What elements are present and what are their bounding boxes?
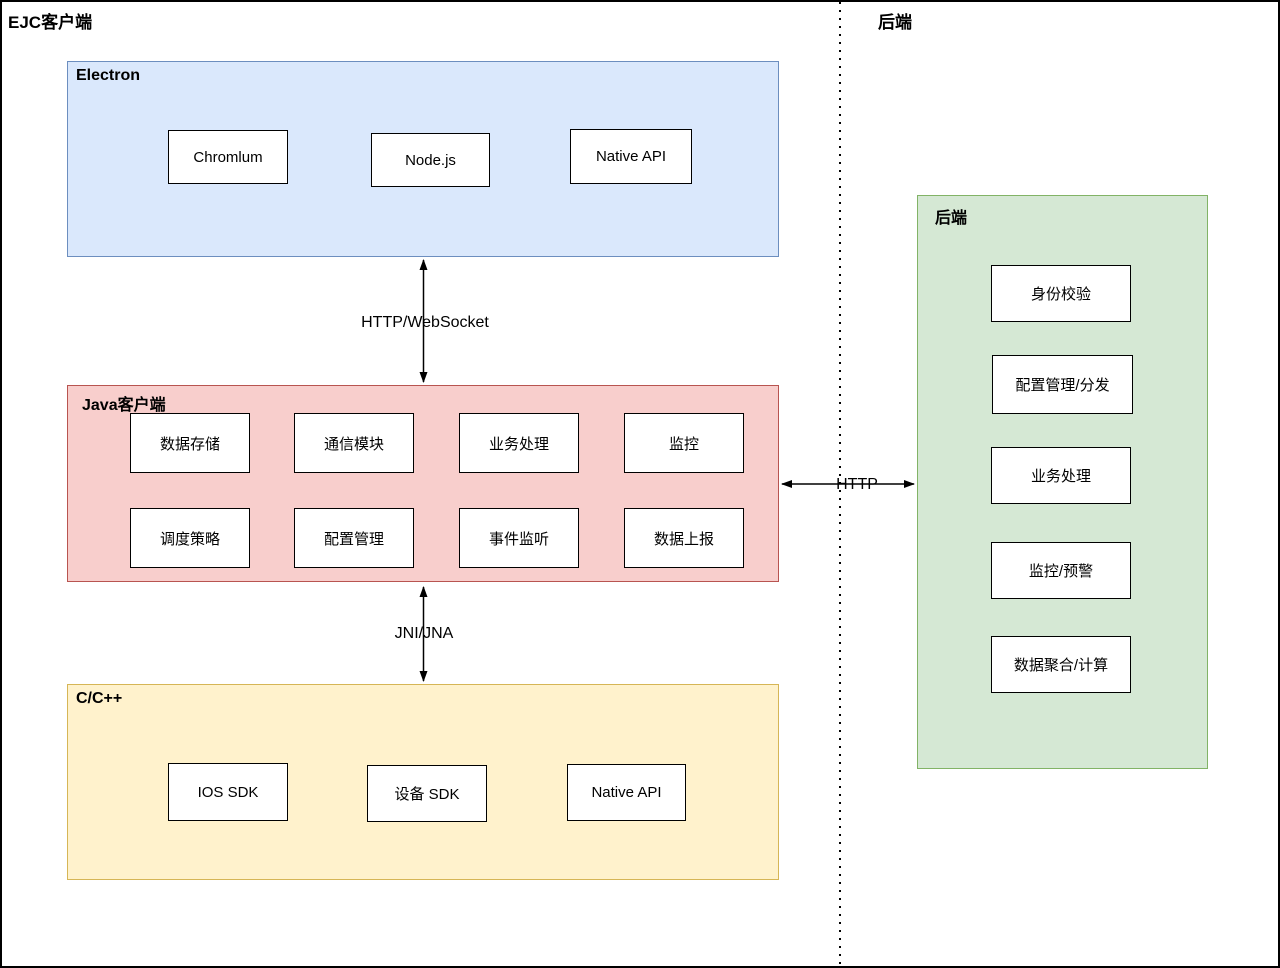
- node-nodejs: Node.js: [371, 133, 490, 187]
- node-config-management-distribution: 配置管理/分发: [992, 355, 1133, 414]
- node-scheduling-strategy: 调度策略: [130, 508, 250, 568]
- node-data-reporting: 数据上报: [624, 508, 744, 568]
- node-business-processing-java: 业务处理: [459, 413, 579, 473]
- node-comm-module: 通信模块: [294, 413, 414, 473]
- node-native-api-ccpp: Native API: [567, 764, 686, 821]
- node-data-storage: 数据存储: [130, 413, 250, 473]
- node-business-processing-backend: 业务处理: [991, 447, 1131, 504]
- group-java-client-title: Java客户端: [82, 397, 166, 414]
- node-monitoring: 监控: [624, 413, 744, 473]
- node-ios-sdk: IOS SDK: [168, 763, 288, 821]
- node-data-aggregation-computation: 数据聚合/计算: [991, 636, 1131, 693]
- node-config-management: 配置管理: [294, 508, 414, 568]
- node-event-listening: 事件监听: [459, 508, 579, 568]
- node-identity-verification: 身份校验: [991, 265, 1131, 322]
- group-c-cpp: C/C++ IOS SDK 设备 SDK Native API: [67, 684, 779, 880]
- group-c-cpp-title: C/C++: [76, 690, 123, 707]
- edge-label-http-websocket: HTTP/WebSocket: [361, 314, 489, 331]
- group-electron-title: Electron: [76, 67, 141, 84]
- node-monitoring-alerting: 监控/预警: [991, 542, 1131, 599]
- group-backend: 后端 身份校验 配置管理/分发 业务处理 监控/预警 数据聚合/计算: [917, 195, 1208, 769]
- edge-label-http: HTTP: [836, 476, 878, 493]
- node-device-sdk: 设备 SDK: [367, 765, 487, 822]
- node-chromlum: Chromlum: [168, 130, 288, 184]
- group-backend-title: 后端: [935, 210, 968, 227]
- group-electron: Electron Chromlum Node.js Native API: [67, 61, 779, 257]
- left-region-title: EJC客户端: [8, 13, 93, 32]
- right-region-title: 后端: [878, 13, 912, 32]
- group-java-client: Java客户端 数据存储 通信模块 业务处理 监控 调度策略 配置管理 事件监听…: [67, 385, 779, 582]
- node-native-api-electron: Native API: [570, 129, 692, 184]
- edge-label-jni-jna: JNI/JNA: [394, 625, 454, 642]
